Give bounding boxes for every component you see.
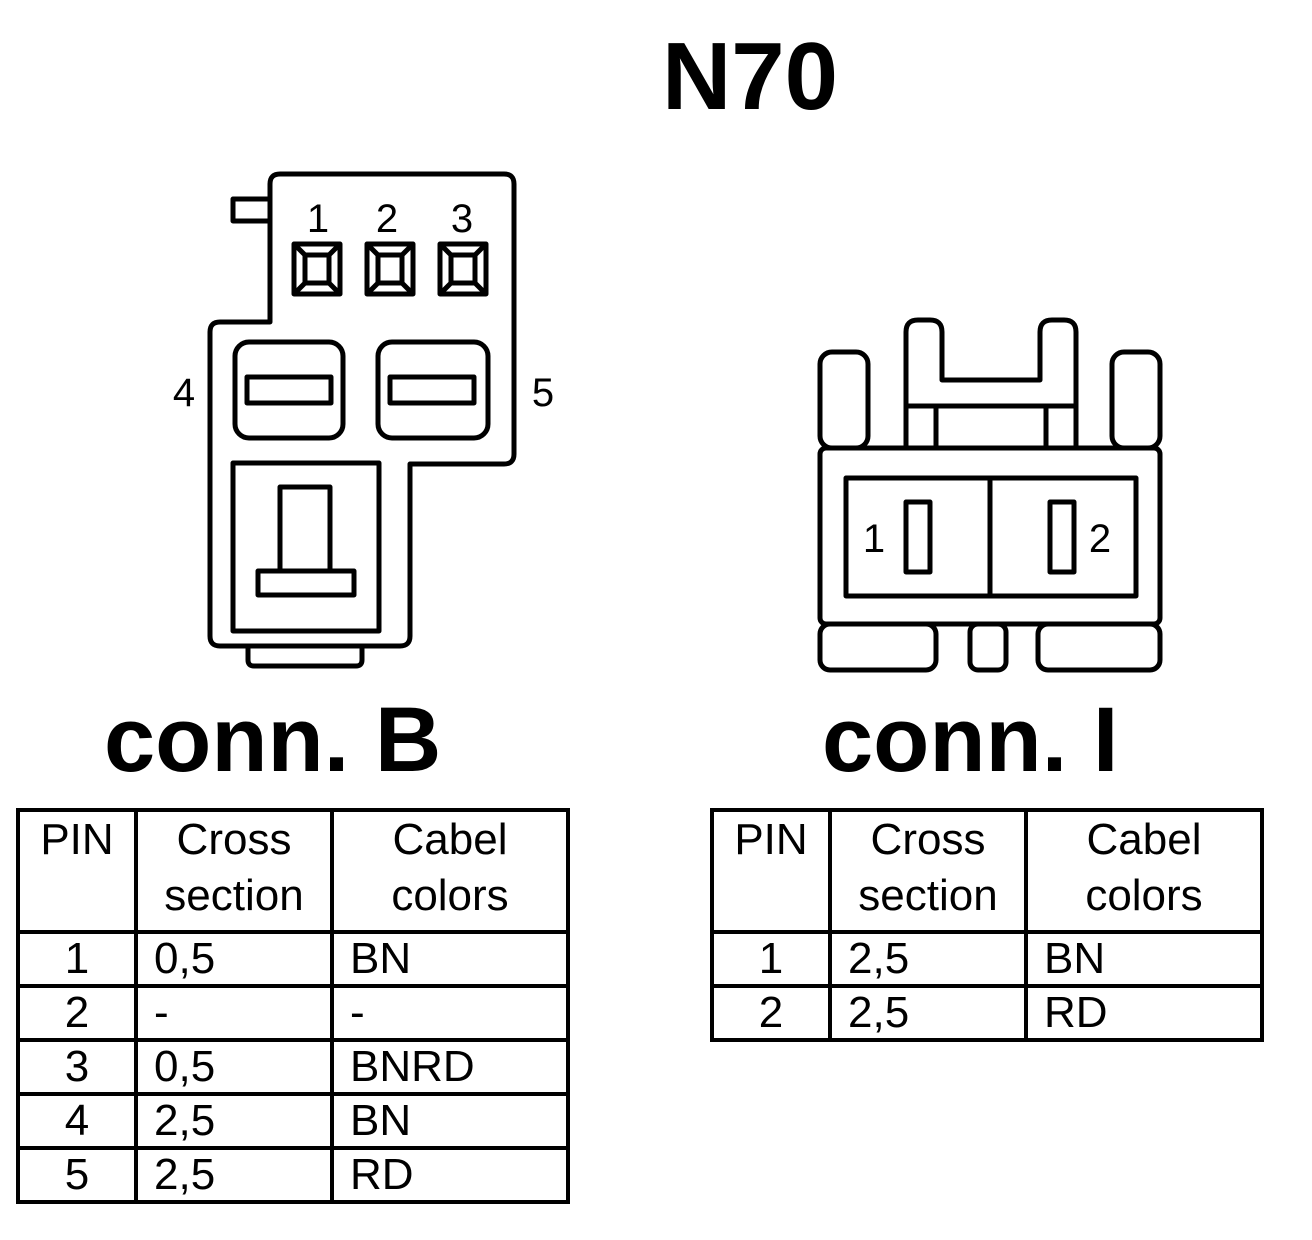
connector-b-drawing — [207, 171, 517, 669]
pin-label-4: 4 — [173, 371, 195, 415]
pin-cell: 1 — [16, 930, 138, 988]
pin-cell: 2 — [710, 984, 832, 1042]
pin-label-2: 2 — [376, 197, 398, 241]
connector-drawings: 1 2 3 4 5 1 2 — [173, 171, 1163, 673]
cable-color-cell: RD — [1024, 984, 1264, 1042]
pin-5-slot — [375, 339, 491, 441]
connector-i-label: conn. I — [822, 689, 1119, 791]
header-cross-section: Cross section — [134, 808, 334, 934]
pin-label-1: 1 — [863, 517, 885, 561]
cross-section-cell: 2,5 — [134, 1146, 334, 1204]
cable-color-cell: BN — [330, 930, 570, 988]
header-cable-colors: Cabel colors — [330, 808, 570, 934]
key-slot — [230, 460, 382, 634]
pin-label-3: 3 — [451, 197, 473, 241]
cross-section-cell: 0,5 — [134, 930, 334, 988]
pin-cell: 2 — [16, 984, 138, 1042]
cable-color-cell: RD — [330, 1146, 570, 1204]
pin-cell: 5 — [16, 1146, 138, 1204]
table-row: 5 2,5 RD — [16, 1146, 570, 1204]
cross-section-cell: 2,5 — [828, 930, 1028, 988]
connector-i-pin-table: PIN Cross section Cabel colors 1 2,5 BN … — [710, 808, 1264, 1042]
pin-4-slot — [232, 339, 346, 441]
table-row: 2 - - — [16, 984, 570, 1042]
cable-color-cell: BN — [330, 1092, 570, 1150]
connector-i-drawing — [817, 317, 1163, 673]
header-pin: PIN — [16, 808, 138, 934]
table-row: 2 2,5 RD — [710, 984, 1264, 1042]
diagram-title: N70 — [661, 23, 839, 130]
cable-color-cell: BN — [1024, 930, 1264, 988]
pin-cell: 4 — [16, 1092, 138, 1150]
cross-section-cell: - — [134, 984, 334, 1042]
table-row: 3 0,5 BNRD — [16, 1038, 570, 1096]
header-pin: PIN — [710, 808, 832, 934]
pin-1-square — [291, 241, 343, 297]
table-row: 1 0,5 BN — [16, 930, 570, 988]
connector-i-pin-labels: 1 2 — [863, 517, 1111, 561]
cross-section-cell: 2,5 — [134, 1092, 334, 1150]
pin-label-1: 1 — [307, 197, 329, 241]
cross-section-cell: 2,5 — [828, 984, 1028, 1042]
connector-b-pin-table: PIN Cross section Cabel colors 1 0,5 BN … — [16, 808, 570, 1204]
table-header-row: PIN Cross section Cabel colors — [16, 808, 570, 934]
table-header-row: PIN Cross section Cabel colors — [710, 808, 1264, 934]
pin-1-contact — [903, 499, 933, 575]
pin-3-square — [437, 241, 489, 297]
pin-label-2: 2 — [1089, 517, 1111, 561]
cable-color-cell: - — [330, 984, 570, 1042]
header-cross-section: Cross section — [828, 808, 1028, 934]
pin-cell: 1 — [710, 930, 832, 988]
cable-color-cell: BNRD — [330, 1038, 570, 1096]
connector-b-label: conn. B — [104, 689, 442, 791]
header-cable-colors: Cabel colors — [1024, 808, 1264, 934]
pin-label-5: 5 — [532, 371, 554, 415]
table-row: 4 2,5 BN — [16, 1092, 570, 1150]
pin-2-square — [364, 241, 416, 297]
connector-b-pin-labels: 1 2 3 4 5 — [173, 197, 554, 415]
table-row: 1 2,5 BN — [710, 930, 1264, 988]
pin-cell: 3 — [16, 1038, 138, 1096]
pin-2-contact — [1047, 499, 1077, 575]
cross-section-cell: 0,5 — [134, 1038, 334, 1096]
